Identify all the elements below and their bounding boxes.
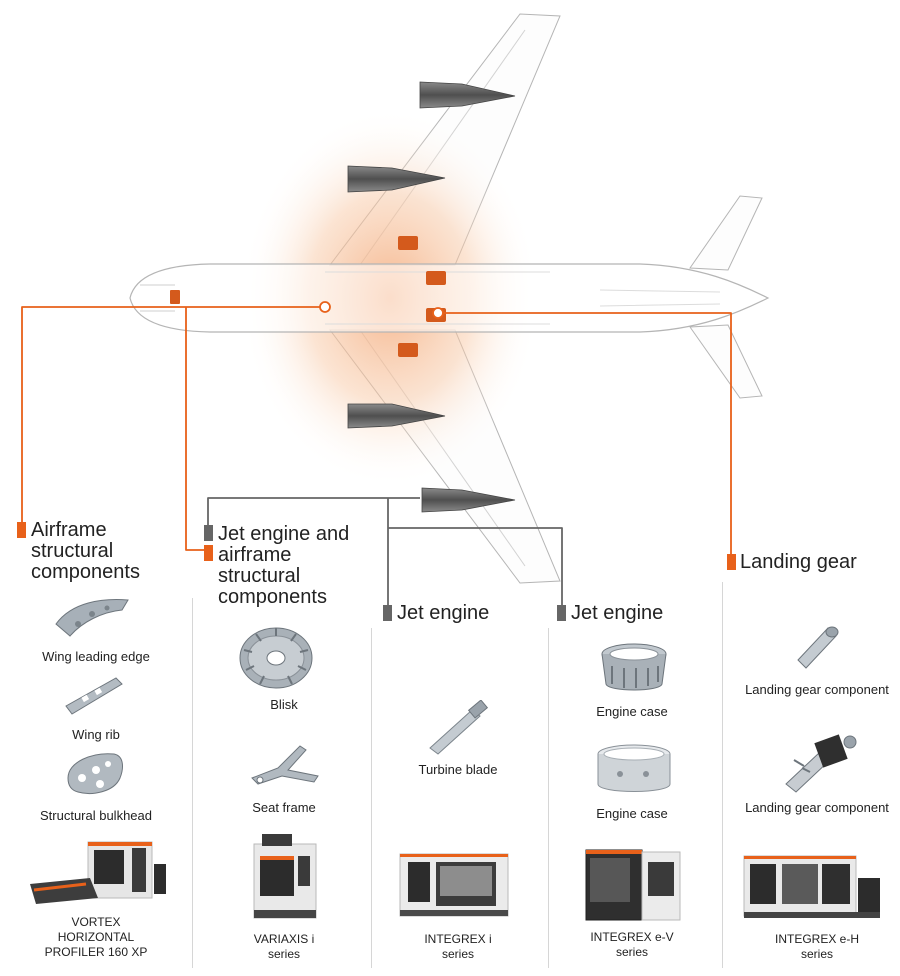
column-divider <box>371 628 372 968</box>
wing-leading-edge-image <box>55 599 129 637</box>
vortex-machine-image <box>30 841 166 904</box>
seat-frame-image <box>251 745 319 785</box>
marker-landing-gear <box>727 554 736 570</box>
connector-jet-airframe <box>207 497 420 525</box>
engine-case-image <box>601 643 667 691</box>
integrex-ev-machine-image <box>585 849 681 921</box>
engine-case-image <box>597 744 671 792</box>
marker-jet-airframe-orange <box>204 545 213 561</box>
airframe-node <box>319 301 331 313</box>
connector-airframe <box>21 306 325 522</box>
part-label: Turbine blade <box>418 762 498 777</box>
landing-gear-markers <box>170 236 446 357</box>
landing-gear-node <box>432 307 444 319</box>
connector-airframe-secondary <box>185 307 206 551</box>
heading-landing-gear: Landing gear <box>740 551 857 573</box>
part-label: Wing leading edge <box>42 649 150 664</box>
marker-jet-engine-1 <box>383 605 392 621</box>
jet-engines <box>347 81 516 513</box>
marker-airframe <box>17 522 26 538</box>
structural-bulkhead-image <box>67 753 123 794</box>
part-label: Seat frame <box>252 800 316 815</box>
landing-gear-component-image <box>785 734 857 793</box>
part-label: Engine case <box>596 704 668 719</box>
part-label: Blisk <box>270 697 298 712</box>
heading-jet-engine-2: Jet engine <box>571 602 664 624</box>
part-label: Landing gear component <box>745 800 889 815</box>
heading-airframe: Airframe structural components <box>31 519 140 583</box>
column-divider <box>192 598 193 968</box>
airplane-fuselage <box>129 263 770 333</box>
column-divider <box>722 582 723 968</box>
part-label: Structural bulkhead <box>39 808 152 823</box>
connector-jet-engine-2 <box>388 527 563 607</box>
wing-rib-image <box>65 677 123 715</box>
machine-label: VARIAXIS i series <box>253 932 315 961</box>
marker-jet-airframe-gray <box>204 525 213 541</box>
machine-label: INTEGREX e-H series <box>774 932 859 961</box>
integrex-eh-machine-image <box>743 855 880 918</box>
machine-label: INTEGREX e-V series <box>590 930 674 959</box>
column-divider <box>548 628 549 968</box>
heading-jet-airframe: Jet engine and airframe structural compo… <box>218 523 350 608</box>
machine-label: INTEGREX i series <box>424 932 492 961</box>
marker-jet-engine-2 <box>557 605 566 621</box>
part-label: Engine case <box>596 806 668 821</box>
integrex-i-machine-image <box>399 853 509 917</box>
turbine-blade-image <box>429 700 489 755</box>
landing-gear-component-image <box>797 626 839 669</box>
blisk-image <box>239 627 313 689</box>
heading-jet-engine-1: Jet engine <box>397 602 490 624</box>
connector-landing-gear <box>438 312 732 556</box>
part-label: Landing gear component <box>745 682 889 697</box>
machine-label: VORTEX HORIZONTAL PROFILER 160 XP <box>44 915 148 959</box>
variaxis-machine-image <box>253 834 317 919</box>
part-label: Wing rib <box>72 727 120 742</box>
